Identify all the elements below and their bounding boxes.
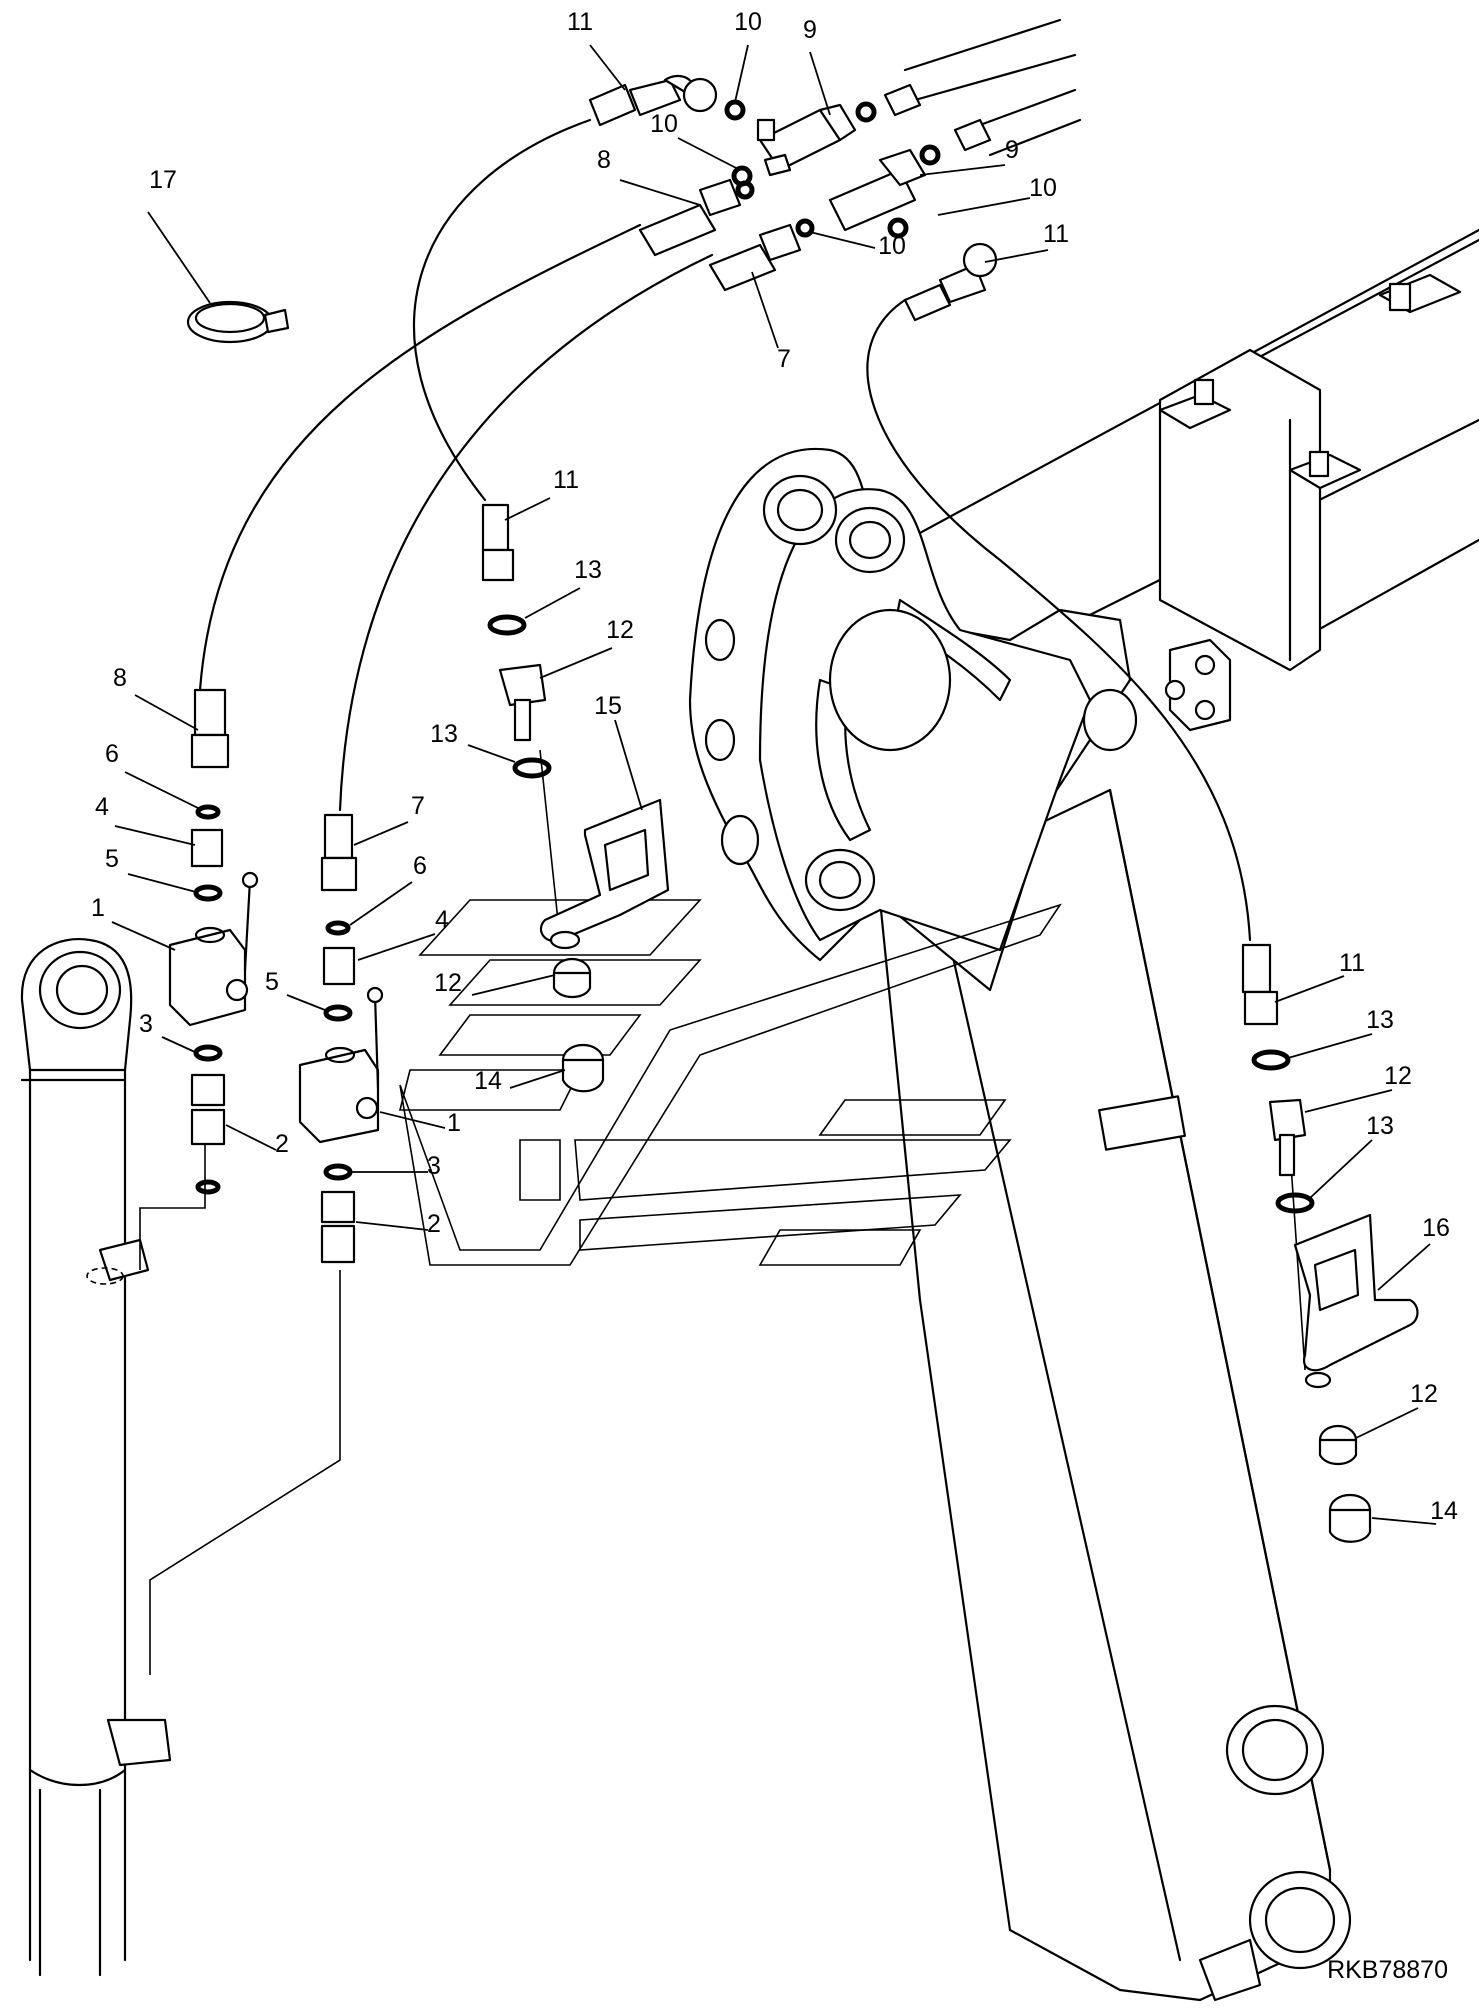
callout-label: 12 [606,616,634,644]
manufacturer-logo-watermark [398,899,1062,1266]
hose-8 [198,223,642,692]
callout-label: 15 [594,692,622,720]
callout-label: 12 [1410,1380,1438,1408]
callout-label: 12 [1384,1062,1412,1090]
callout-label: 4 [95,793,109,821]
callout-label: 5 [265,968,279,996]
callout-label: 13 [574,556,602,584]
callout-label: 11 [1339,949,1365,977]
callout-label: 7 [777,345,791,373]
callout-label: 14 [474,1067,502,1095]
callout-label: 8 [597,146,611,174]
boom-arm [688,228,1479,2002]
center-bolt-stack [481,503,670,1093]
callout-label: 5 [105,845,119,873]
callout-label: 6 [413,852,427,880]
callout-label: 16 [1422,1214,1450,1242]
callout-label: 2 [275,1130,289,1158]
callout-label: 6 [105,740,119,768]
callout-label: 13 [1366,1006,1394,1034]
callout-label: 1 [91,894,105,922]
drawing-reference-code: RKB78870 [1327,1956,1448,1984]
callout-label: 11 [553,466,579,494]
callout-label: 10 [734,8,762,36]
hoses [139,118,1306,1675]
hose-7 [338,253,714,812]
middle-valve-stack [298,813,384,1264]
callout-label: 9 [1005,136,1019,164]
callout-label: 10 [1029,174,1057,202]
right-bolt-stack [1241,943,1419,1543]
callout-label: 3 [139,1010,153,1038]
callout-label: 11 [1043,220,1069,248]
callout-label: 12 [434,969,462,997]
callout-label: 10 [878,232,906,260]
left-valve-stack [168,688,259,1195]
hydraulic-cylinder [20,938,172,1977]
callout-label: 4 [435,906,449,934]
callout-label: 9 [803,16,817,44]
hose-11-right [866,298,1252,942]
callout-label: 13 [1366,1112,1394,1140]
hose-11-top [412,118,592,502]
callout-label: 1 [447,1109,461,1137]
callout-label: 7 [411,792,425,820]
callout-label: 14 [1430,1497,1458,1525]
callout-label: 13 [430,720,458,748]
top-fittings [588,18,1082,322]
callout-label: 10 [650,110,678,138]
callout-label: 2 [427,1210,441,1238]
callout-label: 11 [567,8,593,36]
hose-clamp [186,300,290,344]
callout-label: 8 [113,664,127,692]
callout-label: 17 [149,166,177,194]
callout-label: 3 [427,1152,441,1180]
leader-lines [111,44,1437,1525]
